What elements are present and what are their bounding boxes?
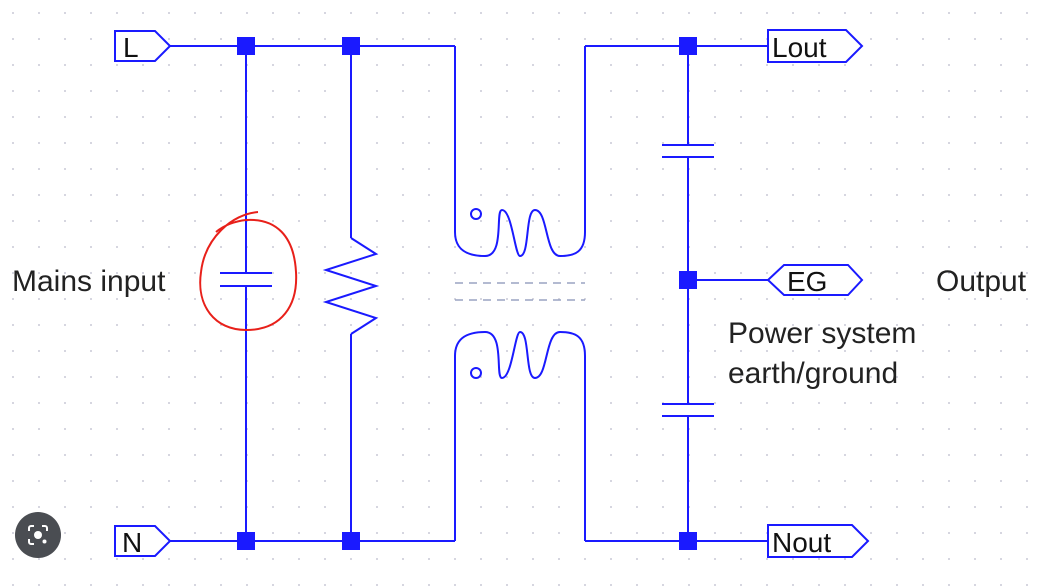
highlight-circle <box>199 211 298 332</box>
junction-node <box>679 532 697 550</box>
earth-label-line1: Power system <box>728 317 916 350</box>
port-line-out-label: Lout <box>772 32 827 63</box>
junction-node <box>342 532 360 550</box>
choke-lower-dot <box>470 367 482 379</box>
port-neutral-in-label: N <box>122 527 142 558</box>
junction-node <box>342 37 360 55</box>
port-line-in-label: L <box>123 32 139 63</box>
capacitor-y-bottom <box>662 280 714 541</box>
port-neutral-out-label: Nout <box>772 527 831 558</box>
port-earth: EG <box>766 264 864 297</box>
port-earth-label: EG <box>787 266 827 297</box>
mains-input-label: Mains input <box>12 265 166 298</box>
port-line-out: Lout <box>767 29 864 63</box>
capacitor-x-input <box>220 46 272 541</box>
port-neutral-out: Nout <box>767 524 870 558</box>
port-line-in: L <box>114 30 172 63</box>
choke-upper-winding <box>454 208 586 258</box>
port-neutral-in: N <box>114 525 172 558</box>
choke-upper-dot <box>470 208 482 220</box>
visual-search-icon <box>28 525 48 545</box>
output-label: Output <box>936 265 1027 298</box>
earth-label-line2: earth/ground <box>728 357 898 390</box>
junction-node <box>679 271 697 289</box>
junction-node <box>679 37 697 55</box>
junction-node <box>237 532 255 550</box>
resistor-bleeder <box>322 46 380 541</box>
common-mode-choke <box>454 46 586 541</box>
junction-node <box>237 37 255 55</box>
choke-lower-winding <box>454 330 586 380</box>
capacitor-y-top <box>662 46 714 280</box>
visual-search-button[interactable] <box>15 512 61 558</box>
